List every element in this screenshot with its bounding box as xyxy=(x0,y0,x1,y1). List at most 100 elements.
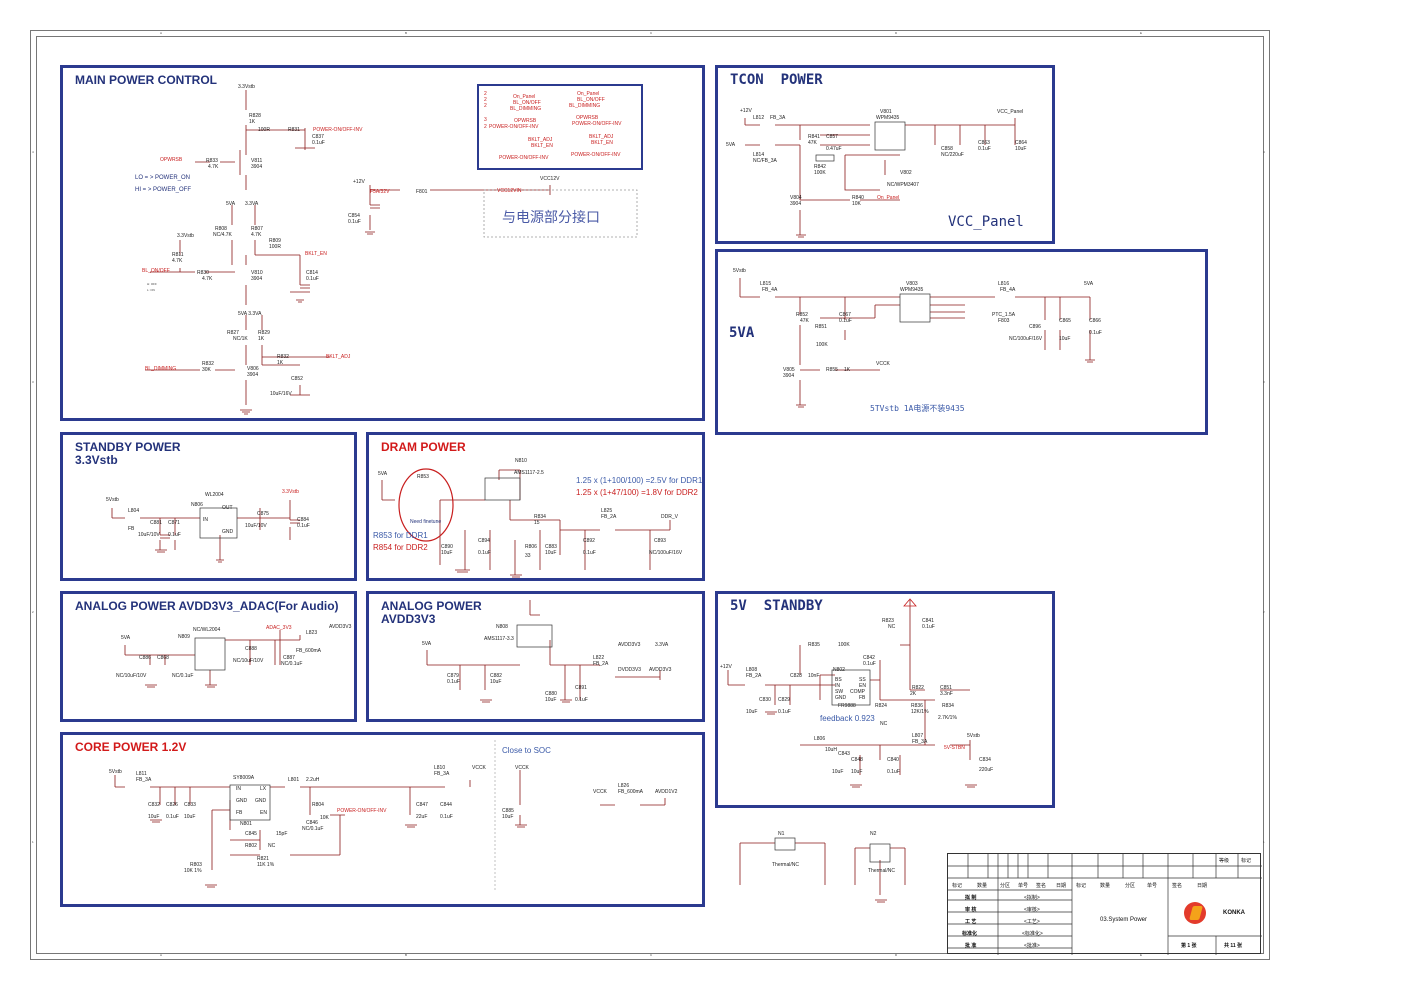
part-label: C885 xyxy=(502,808,514,814)
part-label: L806 xyxy=(814,736,826,742)
part-label: R853 xyxy=(417,474,429,480)
tb-row-key: 标准化 xyxy=(962,931,978,937)
tb-col: 签名 xyxy=(1036,883,1047,889)
part-label: R828 xyxy=(249,113,261,119)
dram-note: R853 for DDR1 xyxy=(373,531,428,540)
inner-frame xyxy=(36,36,1264,954)
rail-label: 5VA xyxy=(226,201,236,207)
part-label: 33 xyxy=(525,553,531,559)
part-label: C863 xyxy=(978,140,990,146)
rail-label: DVDD3V3 xyxy=(618,667,642,673)
part-label: 100K xyxy=(814,170,826,176)
part-label: 4.7K xyxy=(251,232,262,238)
border-letter: C xyxy=(650,953,653,957)
close-note: Close to SOC xyxy=(502,746,551,755)
v5-standby-panel: 5V STANDBY xyxy=(715,591,1055,808)
part-label: C852 xyxy=(291,376,303,382)
part-label: NC xyxy=(888,624,896,630)
part-label: FB_2A xyxy=(593,661,609,667)
border-letter: A xyxy=(160,31,163,35)
part-label: R823 xyxy=(882,618,894,624)
part-label: C880 xyxy=(545,691,557,697)
part-label: F803 xyxy=(998,318,1010,324)
part-label: 0.1uF xyxy=(575,697,588,703)
part-label: FB_2A xyxy=(601,514,617,520)
part-label: NC/0.1uF xyxy=(172,673,194,679)
part-label: 10uF/10V xyxy=(138,532,160,538)
part-label: FB_3A xyxy=(912,739,928,745)
tb-col: 单号 xyxy=(1018,883,1029,889)
part-label: R831 xyxy=(288,127,300,133)
part-label: R832 xyxy=(277,354,289,360)
part-label: AMS1117-3.3 xyxy=(484,636,514,642)
tcon-subtitle: VCC_Panel xyxy=(948,214,1024,230)
part-label: L808 xyxy=(746,667,758,673)
part-label: N801 xyxy=(240,821,252,827)
part-label: C828 xyxy=(790,673,802,679)
part-label: R830 xyxy=(197,270,209,276)
pin-label: FB xyxy=(859,695,866,701)
part-label: 10uF xyxy=(441,550,453,556)
part-label: R802 xyxy=(245,843,257,849)
konka-logo-icon xyxy=(1184,902,1206,924)
part-label: 0.1uF xyxy=(447,679,460,685)
part-label: 1K xyxy=(258,336,265,342)
core-power-panel: CORE POWER 1.2V xyxy=(60,732,705,907)
part-label: R803 xyxy=(190,862,202,868)
part-label: 3.3nF xyxy=(940,691,953,697)
rail-label: 3.3Vstb xyxy=(177,233,194,239)
part-label: V805 xyxy=(783,367,795,373)
part-label: C864 xyxy=(1015,140,1027,146)
rail-label: 3.3Vstb xyxy=(282,489,299,495)
part-label: C846 xyxy=(306,820,318,826)
part-label: C845 xyxy=(245,831,257,837)
bl-note: L: ON xyxy=(147,288,155,292)
part-label: 15pF xyxy=(276,831,288,837)
part-label: NC xyxy=(268,843,276,849)
part-label: FB_4A xyxy=(1000,287,1016,293)
part-label: C833 xyxy=(184,802,196,808)
net-label: VCC12VIN xyxy=(497,188,522,194)
pin-label: FB xyxy=(236,810,243,816)
part-label: C893 xyxy=(654,538,666,544)
part-label: R834 xyxy=(534,514,546,520)
part-label: L822 xyxy=(593,655,605,661)
part-label: C832 xyxy=(148,802,160,808)
part-label: 10uF xyxy=(184,814,196,820)
part-label: L801 xyxy=(288,777,300,783)
border-number: 3 xyxy=(32,380,34,384)
tb-col: 单号 xyxy=(1147,883,1158,889)
part-label: R852 xyxy=(796,312,808,318)
pin-label: BS xyxy=(835,677,842,683)
rail-label: 5Vstb xyxy=(106,497,119,503)
part-label: C857 xyxy=(826,134,838,140)
part-label: 10K xyxy=(320,815,329,821)
part-label: 10uF xyxy=(502,814,514,820)
border-number: 4 xyxy=(32,150,34,154)
part-label: N809 xyxy=(178,634,190,640)
pin-label: EN xyxy=(260,810,267,816)
pin-label: SS xyxy=(859,677,866,683)
part-label: C814 xyxy=(306,270,318,276)
part-label: C884 xyxy=(297,517,309,523)
rail-label: VCCK xyxy=(515,765,529,771)
va5-title: 5VA xyxy=(729,325,755,341)
border-number: 2 xyxy=(1263,610,1265,614)
part-label: C882 xyxy=(490,673,502,679)
rail-label: VCC12V xyxy=(540,176,560,182)
fuse-label: F5A/32V xyxy=(370,189,390,195)
rail-label: 5Vstb xyxy=(733,268,746,274)
part-label: C879 xyxy=(447,673,459,679)
part-label: R833 xyxy=(206,158,218,164)
part-label: WPM9435 xyxy=(900,287,924,293)
part-label: NC/10uF/10V xyxy=(233,658,264,664)
pin-label: GND xyxy=(255,798,267,804)
part-label: 10K 1% xyxy=(184,868,202,874)
rail-label: 5Vstb xyxy=(109,769,122,775)
part-label: F801 xyxy=(416,189,428,195)
part-label: 100K xyxy=(838,642,850,648)
tb-col: 数量 xyxy=(977,883,988,889)
part-label: NC/1K xyxy=(233,336,248,342)
rail-label: AVDD3V3 xyxy=(649,667,672,673)
part-label: R807 xyxy=(251,226,263,232)
